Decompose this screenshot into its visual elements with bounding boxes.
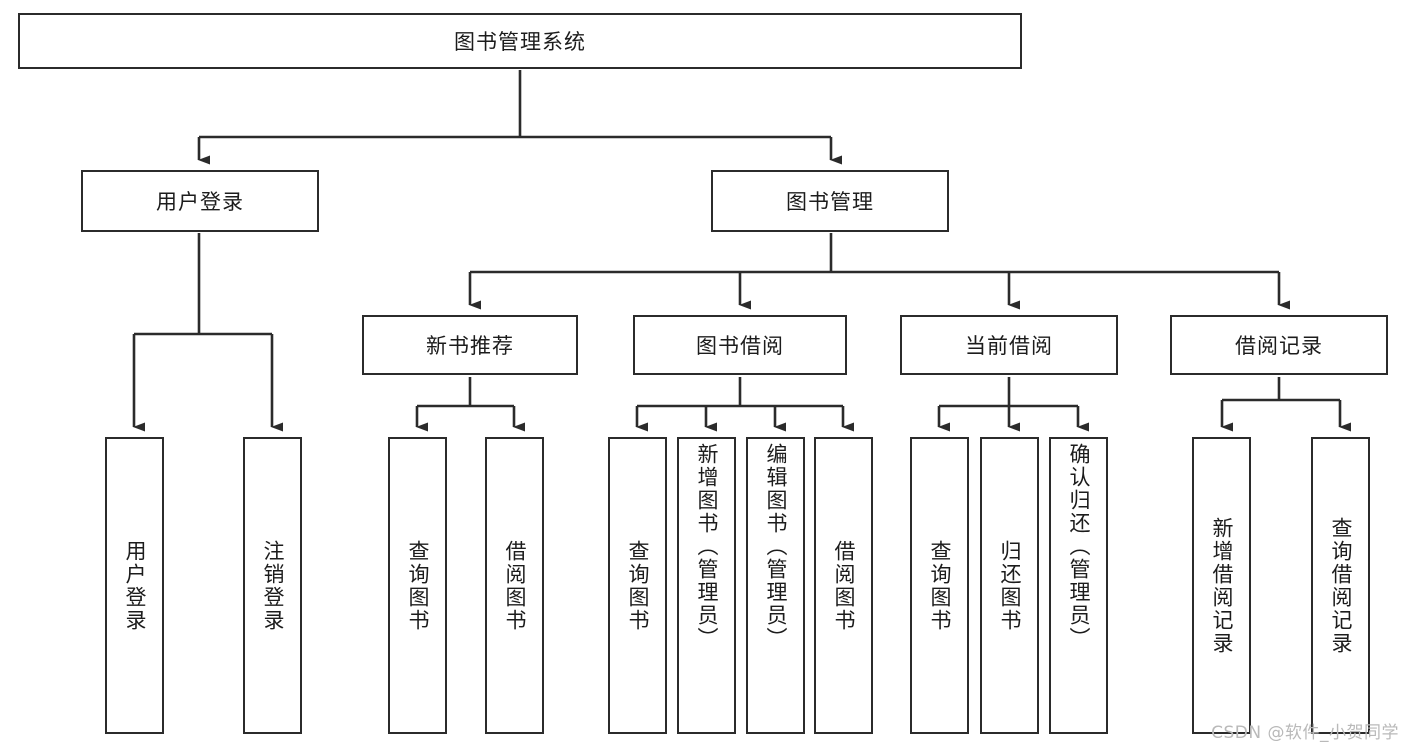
node-label: 查询图书 xyxy=(626,539,650,632)
leaf-user-login[interactable]: 用户登录 xyxy=(105,437,164,734)
leaf-bookborrow-query-book[interactable]: 查询图书 xyxy=(608,437,667,734)
node-label: 查询借阅记录 xyxy=(1329,516,1353,655)
node-label: 借阅图书 xyxy=(832,539,856,632)
leaf-bookborrow-edit-book-admin[interactable]: 编辑图书（管理员） xyxy=(746,437,805,734)
leaf-currentborrow-return-book[interactable]: 归还图书 xyxy=(980,437,1039,734)
leaf-bookborrow-borrow-book[interactable]: 借阅图书 xyxy=(814,437,873,734)
node-label: 编辑图书（管理员） xyxy=(764,443,788,650)
leaf-newbook-borrow-book[interactable]: 借阅图书 xyxy=(485,437,544,734)
node-label: 确认归还（管理员） xyxy=(1067,443,1091,650)
leaf-currentborrow-confirm-return-admin[interactable]: 确认归还（管理员） xyxy=(1049,437,1108,734)
node-root-book-management-system[interactable]: 图书管理系统 xyxy=(18,13,1022,69)
node-label: 借阅记录 xyxy=(1235,334,1323,358)
leaf-logout-login[interactable]: 注销登录 xyxy=(243,437,302,734)
watermark-text: CSDN @软件_小贺同学 xyxy=(1211,723,1399,743)
node-label: 归还图书 xyxy=(998,539,1022,632)
node-label: 注销登录 xyxy=(261,539,285,632)
node-label: 借阅图书 xyxy=(503,539,527,632)
node-label: 图书借阅 xyxy=(696,334,784,358)
node-current-borrow[interactable]: 当前借阅 xyxy=(900,315,1118,375)
leaf-borrowrecord-add-record[interactable]: 新增借阅记录 xyxy=(1192,437,1251,734)
node-borrow-record[interactable]: 借阅记录 xyxy=(1170,315,1388,375)
node-label: 查询图书 xyxy=(406,539,430,632)
node-label: 当前借阅 xyxy=(965,334,1053,358)
node-label: 图书管理 xyxy=(786,190,874,214)
node-label: 新增图书（管理员） xyxy=(695,443,719,650)
leaf-borrowrecord-query-record[interactable]: 查询借阅记录 xyxy=(1311,437,1370,734)
node-new-book-recommend[interactable]: 新书推荐 xyxy=(362,315,578,375)
leaf-newbook-query-book[interactable]: 查询图书 xyxy=(388,437,447,734)
node-label: 新书推荐 xyxy=(426,334,514,358)
node-user-login[interactable]: 用户登录 xyxy=(81,170,319,232)
node-label: 新增借阅记录 xyxy=(1210,516,1234,655)
node-book-management[interactable]: 图书管理 xyxy=(711,170,949,232)
leaf-currentborrow-query-book[interactable]: 查询图书 xyxy=(910,437,969,734)
node-label: 用户登录 xyxy=(156,190,244,214)
leaf-bookborrow-add-book-admin[interactable]: 新增图书（管理员） xyxy=(677,437,736,734)
node-book-borrow[interactable]: 图书借阅 xyxy=(633,315,847,375)
node-label: 查询图书 xyxy=(928,539,952,632)
node-label: 图书管理系统 xyxy=(454,30,586,54)
node-label: 用户登录 xyxy=(123,539,147,632)
